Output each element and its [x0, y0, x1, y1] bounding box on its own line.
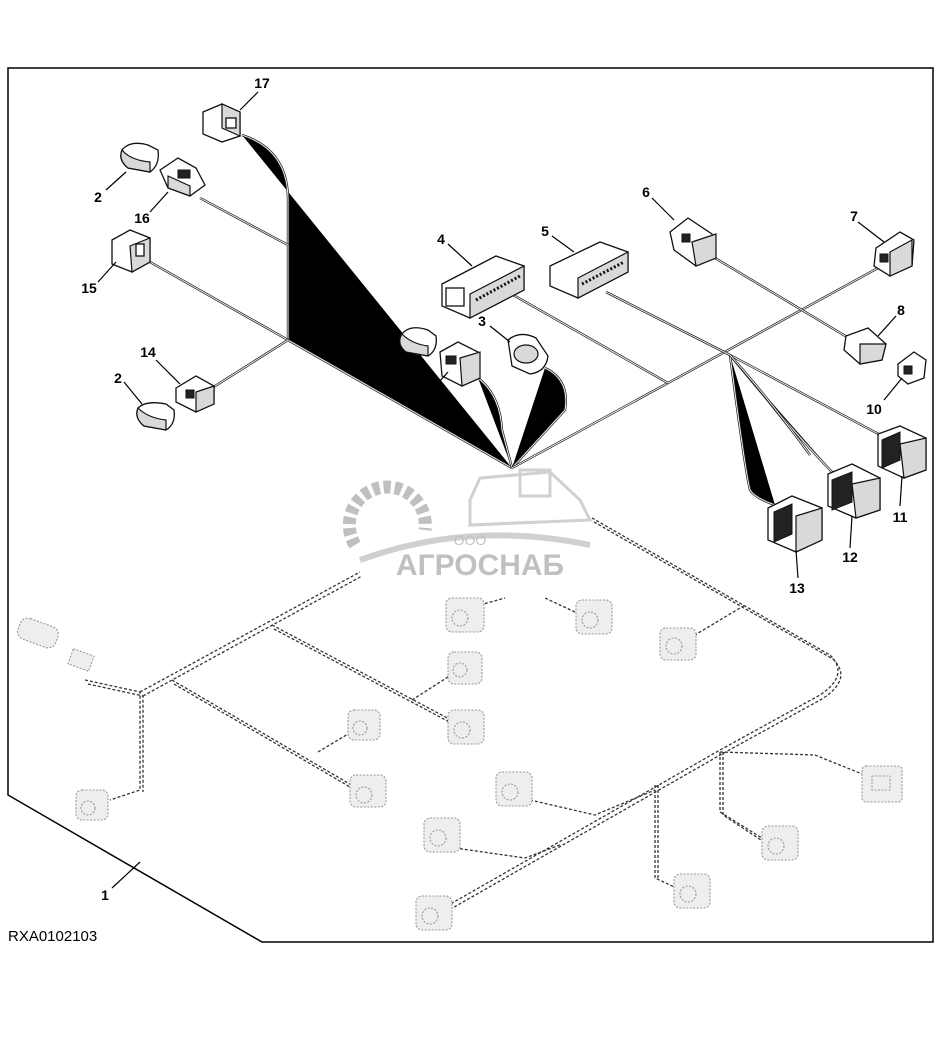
callout-8: 8	[897, 302, 905, 318]
connector-4	[441, 255, 525, 319]
connector-9	[439, 341, 481, 387]
ghost-sensor-e	[447, 651, 483, 685]
harness-wire-core	[729, 354, 776, 506]
connector-7	[873, 231, 915, 277]
callout-5: 5	[541, 223, 549, 239]
harness-wire-core	[729, 354, 887, 439]
callout-2-top: 2	[94, 189, 102, 205]
callout-3: 3	[478, 313, 486, 329]
callout-14: 14	[140, 344, 156, 360]
watermark-small-text: ООО	[454, 532, 487, 548]
callout-15: 15	[81, 280, 97, 296]
harness-wire-core	[211, 339, 289, 389]
ghost-sensor-k	[415, 895, 453, 931]
ghost-connector-n	[861, 765, 903, 803]
harness-wire-core	[511, 382, 669, 469]
callout-4: 4	[437, 231, 445, 247]
harness-wire-core	[149, 261, 289, 341]
diagram-frame	[7, 67, 934, 943]
ghost-plug-left	[17, 617, 95, 672]
connector-10	[897, 351, 927, 385]
callout-7: 7	[850, 208, 858, 224]
connector-15	[111, 229, 151, 273]
callout-9: 9	[418, 391, 426, 407]
ghost-sensor-l	[673, 873, 711, 909]
connector-5	[549, 241, 629, 299]
callout-10: 10	[866, 401, 882, 417]
connector-3	[507, 333, 549, 375]
callout-6: 6	[642, 184, 650, 200]
leader-lines	[97, 91, 903, 889]
harness-wire-core	[241, 134, 513, 469]
ghost-sensor-i	[495, 771, 533, 807]
connector-14	[175, 375, 215, 413]
ghost-sensor-b	[349, 774, 387, 808]
callout-2-left: 2	[114, 370, 122, 386]
connector-8	[843, 327, 887, 365]
callout-2-mid: 2	[374, 370, 382, 386]
dust-cap-2-top	[120, 142, 159, 173]
harness-wire-core	[667, 267, 879, 384]
ghost-sensor-f	[445, 597, 485, 633]
harness-wire-core	[477, 377, 513, 469]
lower-harness-wires	[84, 517, 873, 915]
lower-harness-connectors	[17, 597, 903, 931]
connector-13	[767, 495, 823, 553]
connector-11	[877, 425, 927, 479]
callout-17: 17	[254, 75, 270, 91]
harness-wire-core	[199, 197, 289, 246]
connector-6	[669, 217, 717, 267]
watermark-big-text: АГРОСНАБ	[396, 549, 564, 582]
upper-harness-wires	[150, 135, 886, 505]
callout-16: 16	[134, 210, 150, 226]
wire-draw-layer	[149, 133, 887, 507]
callout-13: 13	[789, 580, 805, 596]
harness-wire-core	[507, 291, 669, 384]
figure-id: RXA0102103	[8, 928, 97, 945]
connector-16	[159, 157, 206, 197]
callout-12: 12	[842, 549, 858, 565]
ghost-sensor-g	[575, 599, 613, 635]
connector-17	[202, 103, 241, 143]
ghost-sensor-m	[761, 825, 799, 861]
callout-11: 11	[893, 509, 908, 525]
connector-12	[827, 463, 881, 519]
dust-cap-2-mid	[399, 327, 437, 357]
dust-cap-2-left	[136, 402, 175, 431]
ghost-sensor-j	[423, 817, 461, 853]
ghost-sensor-c	[347, 709, 381, 741]
harness-wire-core	[714, 257, 853, 341]
callout-1: 1	[101, 887, 109, 903]
harness-wire-core	[729, 354, 811, 456]
ghost-sensor-h	[659, 627, 697, 661]
ghost-sensor-d	[447, 709, 485, 745]
harness-wire-core	[511, 367, 567, 469]
harness-wire-core	[605, 291, 731, 356]
ghost-sensor-a	[75, 789, 109, 821]
watermark-logo: ООО АГРОСНАБ	[342, 468, 593, 582]
callout-labels: 17 2 16 15 14 2 2 9 3 4 5 6 7 8 10 11 12…	[81, 75, 907, 903]
